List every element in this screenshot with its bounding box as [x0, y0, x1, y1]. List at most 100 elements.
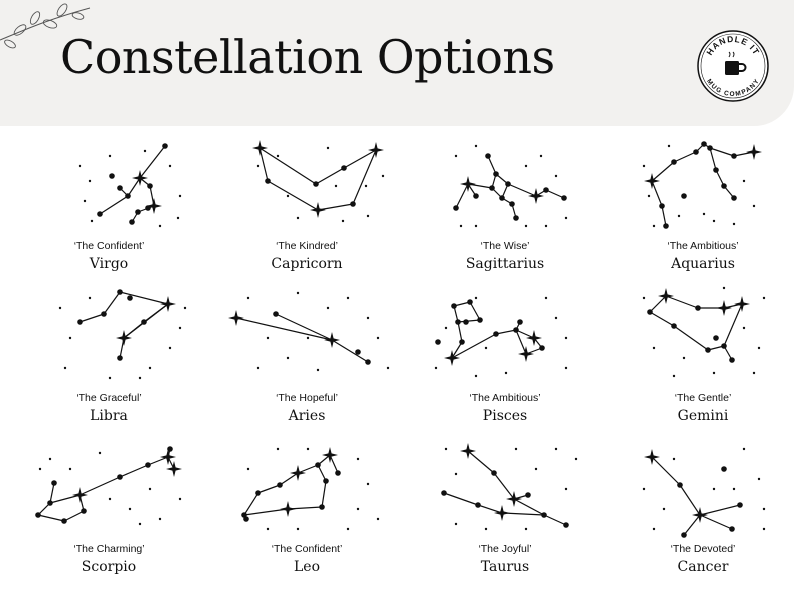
constellation-star	[491, 470, 497, 476]
bright-star	[460, 443, 476, 459]
background-star-dot	[168, 346, 172, 350]
constellation-line	[709, 147, 717, 171]
constellation-nickname: ‘The Kindred’	[276, 240, 338, 252]
background-star-dot	[68, 467, 72, 471]
zodiac-sign-name: Virgo	[89, 256, 129, 272]
constellation-star	[729, 526, 735, 532]
background-star-dot	[652, 346, 656, 350]
constellation-line	[723, 303, 743, 347]
background-star-dot	[474, 224, 478, 228]
background-star-dot	[63, 366, 67, 370]
crescent-moon-icon	[685, 287, 692, 301]
constellation-line	[49, 494, 81, 504]
constellation-star	[539, 345, 545, 351]
zodiac-sign-name: Sagittarius	[465, 256, 545, 272]
background-star-dot	[296, 527, 300, 531]
constellation-line	[443, 492, 479, 506]
bright-star	[116, 330, 132, 346]
zodiac-sign-name: Taurus	[480, 559, 530, 575]
background-star-dot	[642, 296, 646, 300]
background-star-dot	[58, 306, 62, 310]
background-star-dot	[574, 457, 578, 461]
background-star-dot	[108, 154, 112, 158]
zodiac-sign-name: Cancer	[677, 559, 729, 575]
constellation-star	[77, 319, 83, 325]
constellation-star	[737, 502, 743, 508]
constellation-line	[119, 464, 149, 478]
constellation-line	[673, 325, 709, 351]
background-star-dot	[366, 214, 370, 218]
constellation-card: ‘The Kindred’Capricorn	[208, 126, 406, 278]
crescent-moon-icon	[301, 149, 308, 163]
constellation-line	[331, 339, 369, 363]
constellation-line	[651, 180, 663, 207]
constellation-nickname: ‘The Gentle’	[674, 392, 732, 404]
constellation-star	[513, 327, 519, 333]
constellation-star	[477, 317, 483, 323]
constellation-line	[507, 183, 537, 197]
constellation-line	[321, 480, 327, 508]
constellation-star	[563, 522, 569, 528]
zodiac-sign-name: Aries	[288, 408, 326, 424]
constellation-nickname: ‘The Charming’	[73, 543, 145, 555]
constellation-star	[731, 153, 737, 159]
constellation-line	[103, 291, 121, 315]
background-star-dot	[376, 336, 380, 340]
constellation-star	[499, 195, 505, 201]
leaf-sprig-icon	[0, 3, 91, 49]
constellation-star	[517, 319, 523, 325]
constellation-drawing	[642, 141, 762, 229]
constellation-star	[117, 474, 123, 480]
constellation-star	[117, 355, 123, 361]
constellation-line	[545, 189, 565, 199]
background-star-dot	[642, 164, 646, 168]
constellation-card: ‘The Wise’Sagittarius	[406, 126, 604, 278]
background-star-dot	[722, 286, 726, 290]
background-star-dot	[514, 447, 518, 451]
background-star-dot	[554, 447, 558, 451]
background-star-dot	[757, 477, 761, 481]
crescent-moon-icon	[681, 173, 688, 187]
constellation-star	[117, 185, 123, 191]
constellation-star	[97, 211, 103, 217]
background-star-dot	[168, 164, 172, 168]
constellation-line	[37, 502, 51, 516]
background-star-dot	[148, 487, 152, 491]
background-star-dot	[83, 199, 87, 203]
constellation-drawing	[228, 291, 390, 372]
background-star-dot	[672, 374, 676, 378]
background-star-dot	[341, 219, 345, 223]
background-star-dot	[762, 527, 766, 531]
zodiac-sign-name: Gemini	[677, 408, 729, 424]
constellation-star	[473, 193, 479, 199]
background-star-dot	[148, 366, 152, 370]
constellation-line	[651, 456, 681, 486]
background-star-dot	[376, 517, 380, 521]
constellation-line	[147, 456, 169, 466]
background-star-dot	[454, 472, 458, 476]
constellation-line	[317, 203, 354, 211]
background-star-dot	[334, 184, 338, 188]
background-star-dot	[564, 366, 568, 370]
constellation-line	[235, 317, 333, 341]
background-star-dot	[732, 487, 736, 491]
background-star-dot	[88, 179, 92, 183]
constellation-line	[683, 514, 701, 536]
background-star-dot	[474, 374, 478, 378]
zodiac-sign-name: Libra	[90, 408, 128, 424]
constellation-star	[525, 492, 531, 498]
background-star-dot	[108, 497, 112, 501]
background-star-dot	[742, 179, 746, 183]
background-star-dot	[539, 154, 543, 158]
constellation-card: ‘The Ambitious’Aquarius	[604, 126, 794, 278]
constellation-star	[435, 339, 441, 345]
constellation-card: ‘The Gentle’ Gemini	[604, 278, 794, 430]
bright-star	[716, 300, 732, 316]
constellation-star	[701, 141, 707, 147]
constellation-line	[709, 147, 735, 157]
background-star-dot	[246, 467, 250, 471]
constellation-card: ‘The Graceful’Libra	[10, 278, 208, 430]
constellation-star	[713, 335, 719, 341]
constellation-card: ‘The Ambitious’Pisces	[406, 278, 604, 430]
constellation-star	[350, 201, 356, 207]
